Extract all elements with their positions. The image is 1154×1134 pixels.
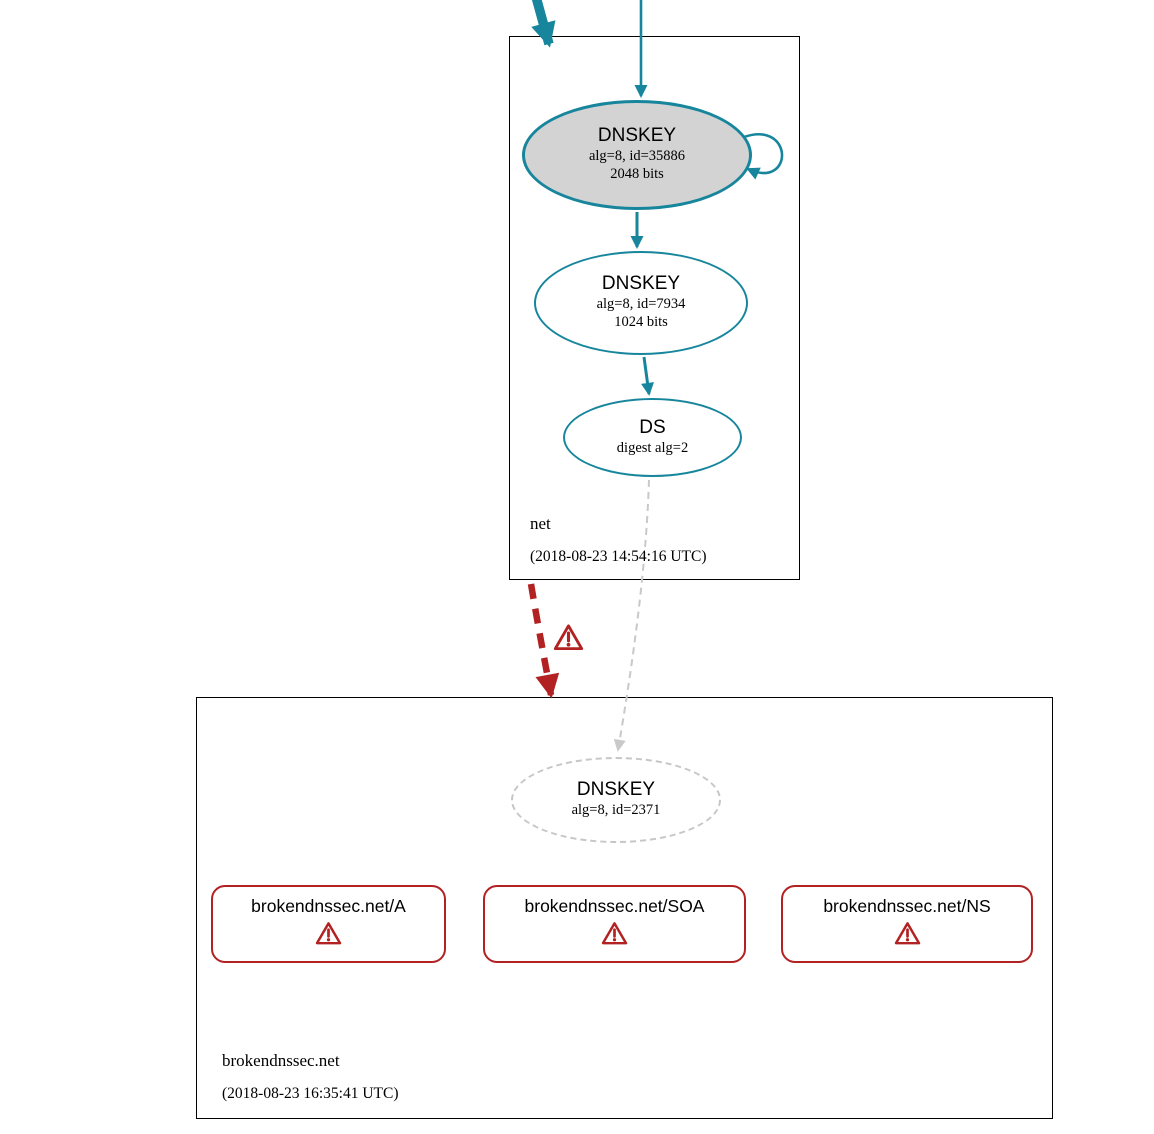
- rrset-label: brokendnssec.net/A: [251, 896, 406, 916]
- dnskey-node-2371-missing[interactable]: DNSKEY alg=8, id=2371: [511, 757, 721, 843]
- warning-icon: [894, 920, 921, 947]
- warning-icon: [553, 622, 584, 653]
- node-detail: 1024 bits: [614, 314, 668, 331]
- zone-box-net: [509, 36, 800, 580]
- warning-icon: [315, 920, 342, 947]
- node-detail: digest alg=2: [616, 439, 689, 456]
- node-detail: 2048 bits: [610, 166, 664, 183]
- node-detail: alg=8, id=7934: [596, 295, 686, 312]
- rrset-label: brokendnssec.net/SOA: [524, 896, 705, 916]
- node-title: DNSKEY: [601, 272, 681, 294]
- warning-icon: [601, 920, 628, 947]
- node-detail: alg=8, id=35886: [588, 147, 686, 164]
- node-title: DS: [639, 416, 666, 438]
- zone-name-net: net: [530, 514, 551, 533]
- node-title: DNSKEY: [576, 779, 656, 801]
- ds-node[interactable]: DS digest alg=2: [563, 398, 742, 477]
- rrset-node-soa[interactable]: brokendnssec.net/SOA: [483, 885, 746, 963]
- node-detail: alg=8, id=2371: [571, 802, 661, 819]
- node-title: DNSKEY: [597, 124, 677, 146]
- dnskey-node-ksk-35886[interactable]: DNSKEY alg=8, id=35886 2048 bits: [522, 100, 752, 210]
- zone-name-brokendnssec-net: brokendnssec.net: [222, 1051, 340, 1070]
- rrset-label: brokendnssec.net/NS: [823, 896, 991, 916]
- zone-timestamp-brokendnssec-net: (2018-08-23 16:35:41 UTC): [222, 1085, 399, 1102]
- rrset-node-ns[interactable]: brokendnssec.net/NS: [781, 885, 1033, 963]
- edge-bogus-delegation: [527, 583, 560, 699]
- dnskey-node-zsk-7934[interactable]: DNSKEY alg=8, id=7934 1024 bits: [534, 251, 748, 355]
- rrset-node-a[interactable]: brokendnssec.net/A: [211, 885, 446, 963]
- zone-timestamp-net: (2018-08-23 14:54:16 UTC): [530, 548, 707, 565]
